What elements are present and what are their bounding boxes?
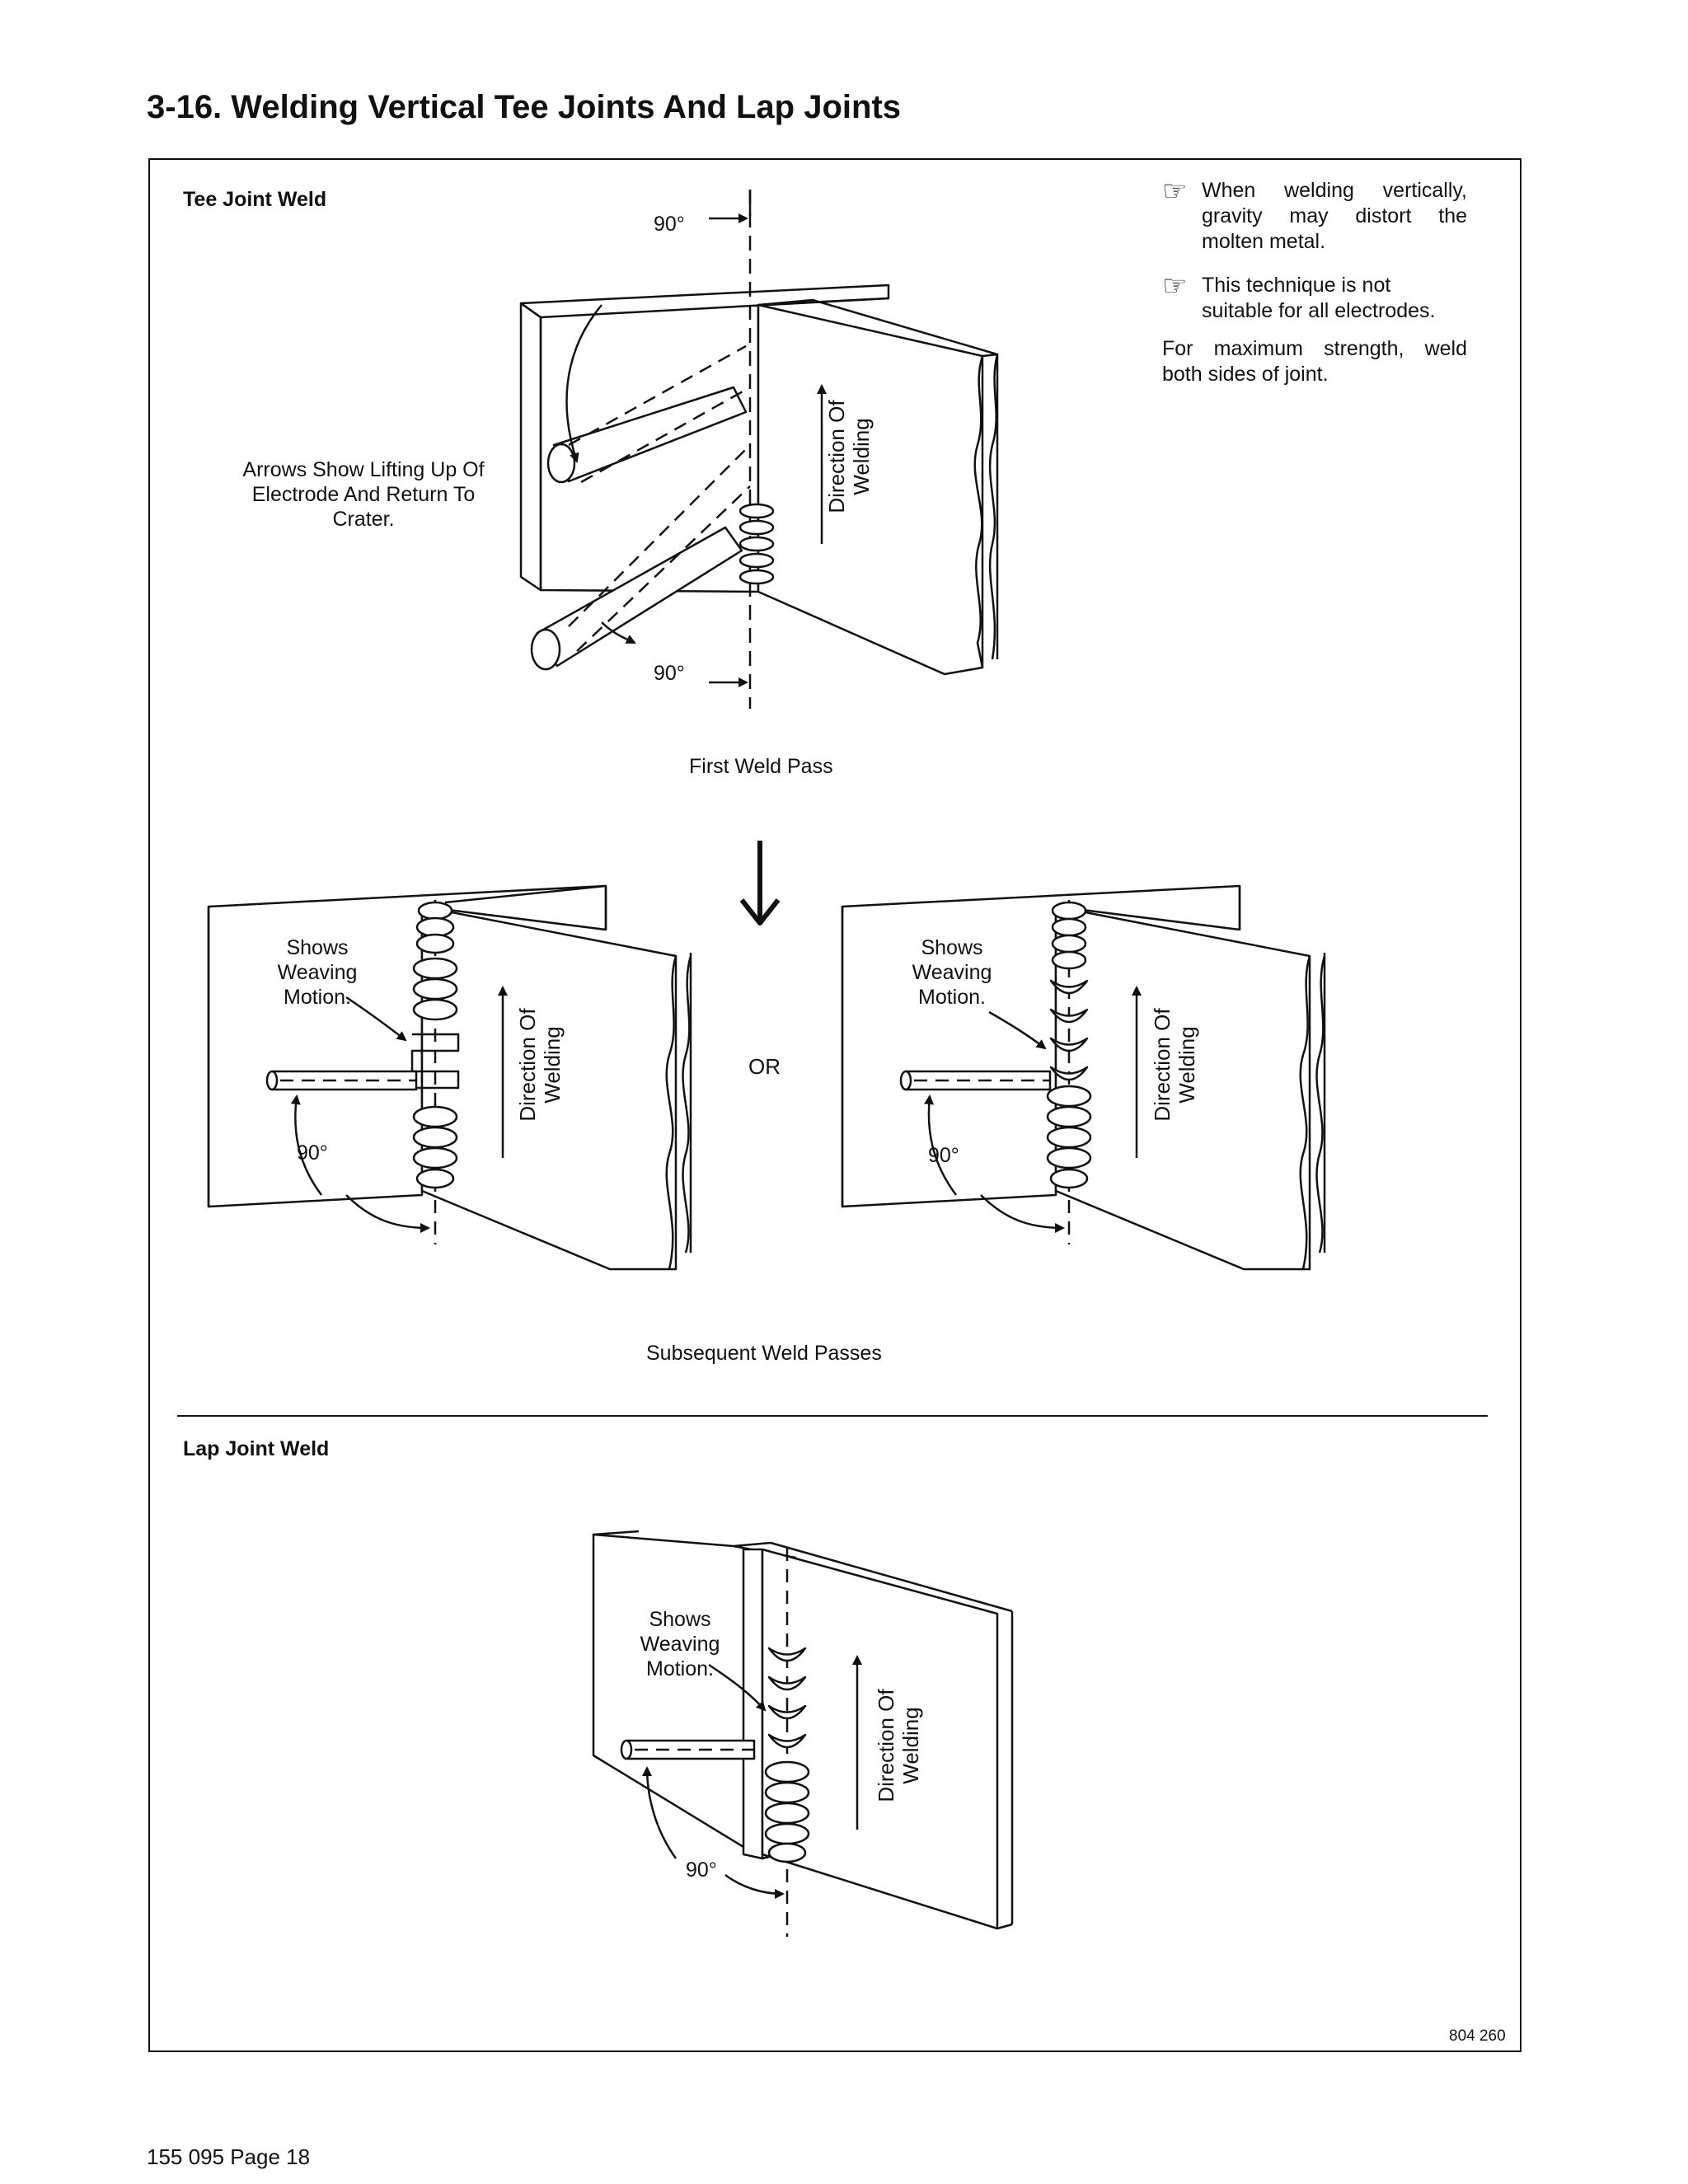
tee-joint-heading: Tee Joint Weld	[183, 188, 327, 211]
direction-label-first: Direction Of Welding	[824, 400, 874, 513]
weave-label-lap: Shows Weaving Motion.	[640, 1608, 720, 1680]
subsequent-right-drawing	[841, 884, 1326, 1271]
angle-label-left: 90°	[297, 1141, 328, 1165]
direction-label-lap: Direction Of Welding	[874, 1689, 923, 1802]
first-pass-drawing	[519, 190, 999, 709]
angle-label-lap: 90°	[686, 1858, 717, 1882]
lap-joint-drawing	[592, 1530, 1014, 1937]
down-arrow-icon	[739, 841, 781, 926]
direction-label-left: Direction Of Welding	[515, 1008, 565, 1122]
note-electrodes: This technique is not suitable for all e…	[1202, 274, 1436, 322]
subsequent-left-drawing	[207, 884, 692, 1271]
first-pass-caption: First Weld Pass	[689, 755, 833, 778]
angle-label-top: 90°	[654, 213, 685, 236]
page-footer: 155 095 Page 18	[147, 2144, 311, 2169]
figure-number: 804 260	[1449, 2027, 1506, 2045]
direction-label-right: Direction Of Welding	[1150, 1008, 1199, 1122]
angle-label-right: 90°	[928, 1144, 959, 1167]
section-divider	[177, 1415, 1488, 1417]
or-label: OR	[748, 1054, 781, 1079]
pointing-hand-icon: ☞	[1162, 176, 1188, 207]
note-strength: For maximum strength, weld both sides of…	[1162, 337, 1467, 386]
weave-label-left: Shows Weaving Motion.	[277, 936, 358, 1009]
weave-label-right: Shows Weaving Motion.	[912, 936, 992, 1009]
angle-label-bottom: 90°	[654, 662, 685, 685]
page-title: 3-16. Welding Vertical Tee Joints And La…	[147, 89, 902, 125]
note-gravity: When welding vertically, gravity may dis…	[1202, 179, 1467, 253]
figure-frame	[148, 158, 1522, 2052]
pointing-hand-icon: ☞	[1162, 270, 1188, 302]
lap-joint-heading: Lap Joint Weld	[183, 1437, 330, 1460]
subsequent-caption: Subsequent Weld Passes	[646, 1342, 882, 1365]
arrows-caption: Arrows Show Lifting Up Of Electrode And …	[242, 458, 485, 531]
